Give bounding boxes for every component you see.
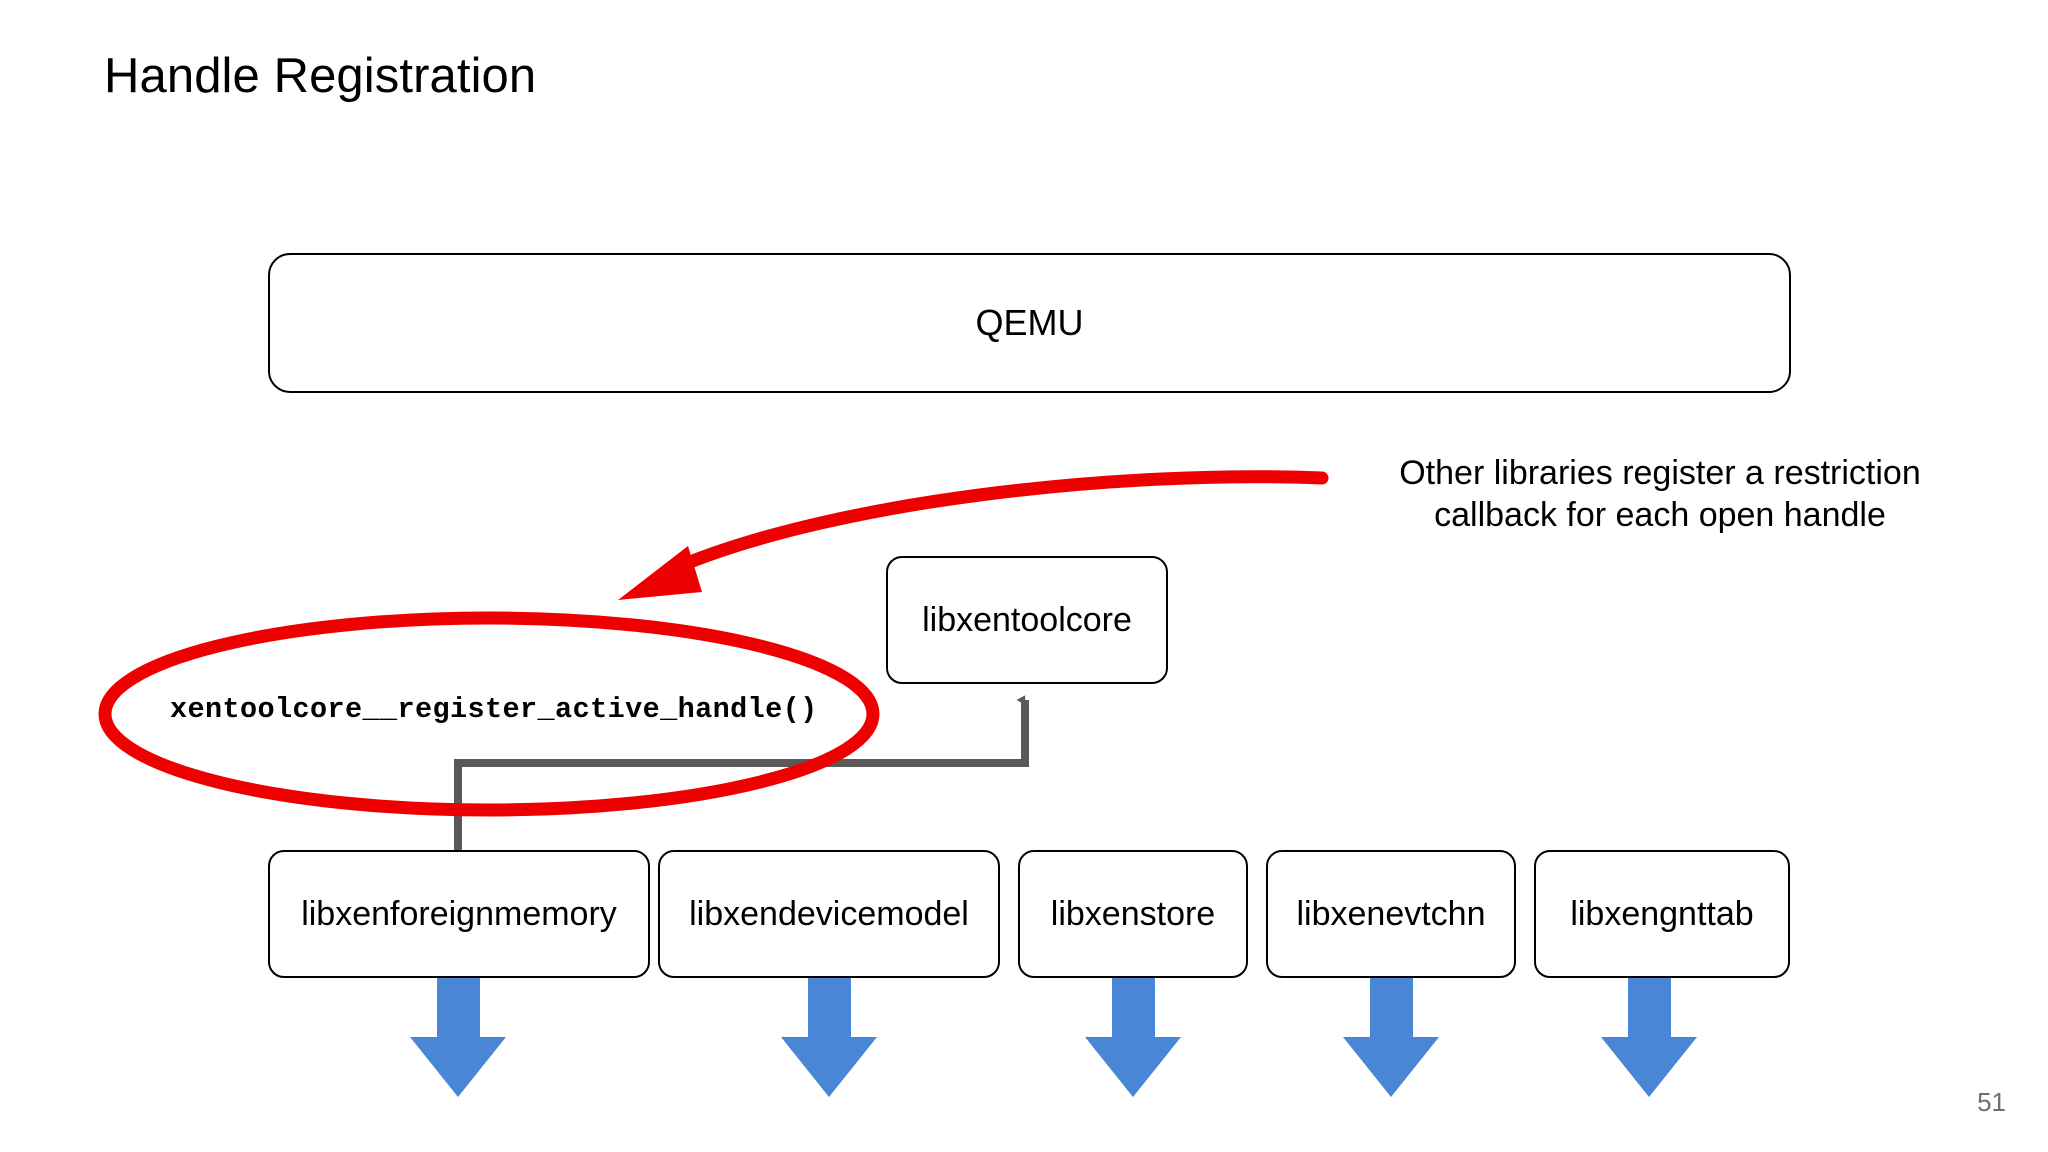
node-qemu-label: QEMU — [975, 302, 1084, 343]
node-libxentoolcore[interactable]: libxentoolcore — [886, 556, 1168, 684]
page-title: Handle Registration — [104, 49, 537, 103]
node-libxendevicemodel-label: libxendevicemodel — [689, 894, 969, 933]
node-libxenevtchn-label: libxenevtchn — [1296, 894, 1486, 933]
callout-annotation: Other libraries register a restriction c… — [1399, 454, 1921, 534]
node-libxendevicemodel[interactable]: libxendevicemodel — [658, 850, 1000, 978]
node-libxengnttab-label: libxengnttab — [1570, 894, 1754, 933]
node-libxengnttab[interactable]: libxengnttab — [1534, 850, 1790, 978]
node-libxenstore-label: libxenstore — [1050, 894, 1216, 933]
node-libxenstore[interactable]: libxenstore — [1018, 850, 1248, 978]
node-libxenforeignmemory-label: libxenforeignmemory — [301, 894, 617, 933]
node-qemu[interactable]: QEMU — [268, 253, 1791, 393]
node-libxenevtchn[interactable]: libxenevtchn — [1266, 850, 1516, 978]
page-number: 51 — [1977, 1087, 2006, 1117]
highlight-function-label: xentoolcore__register_active_handle() — [170, 693, 818, 726]
node-libxenforeignmemory[interactable]: libxenforeignmemory — [268, 850, 650, 978]
node-libxentoolcore-label: libxentoolcore — [922, 600, 1132, 639]
